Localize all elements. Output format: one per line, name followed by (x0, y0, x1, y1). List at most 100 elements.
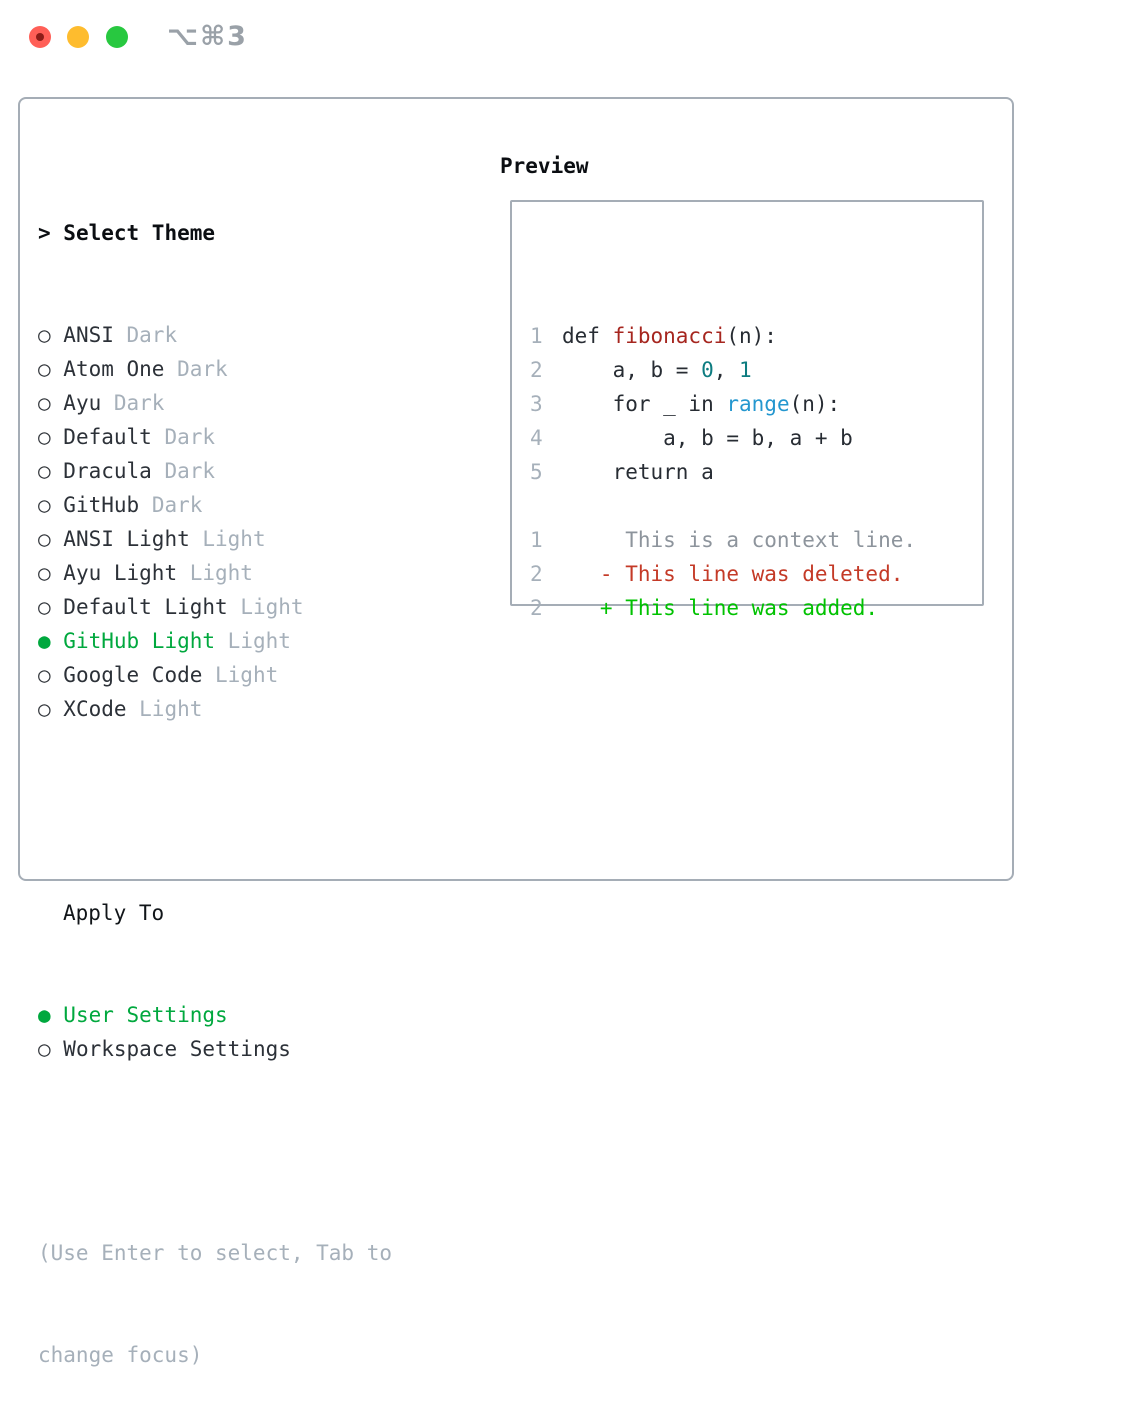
theme-variant: Dark (177, 357, 228, 381)
code-segment-text: (n): (726, 324, 777, 348)
theme-name: Default (63, 425, 165, 449)
theme-option-atom-one[interactable]: ○ Atom One Dark (38, 352, 392, 386)
theme-variant: Dark (151, 493, 203, 517)
hint-line-1: (Use Enter to select, Tab to (38, 1241, 393, 1265)
preview-header: Preview (500, 154, 589, 178)
app-window: { "window": { "shortcut_title": "⌥⌘3" },… (0, 0, 1140, 1367)
code-line (530, 489, 982, 523)
code-segment-text: a, b = (562, 358, 702, 382)
apply-target-options: ● User Settings○ Workspace Settings (38, 998, 392, 1066)
line-number: 2 (530, 562, 543, 586)
line-number: 1 (530, 528, 543, 552)
code-segment-num: 1 (739, 358, 752, 382)
code-segment-text: return a (562, 460, 714, 484)
theme-variant: Dark (113, 391, 165, 415)
radio-unselected-icon: ○ (38, 595, 64, 619)
theme-option-ansi[interactable]: ○ ANSI Dark (38, 318, 392, 352)
theme-variant: Light (139, 697, 203, 721)
code-segment-text: def (562, 324, 613, 348)
code-segment-builtin: range (726, 392, 790, 416)
radio-unselected-icon: ○ (38, 493, 64, 517)
theme-option-github-light[interactable]: ● GitHub Light Light (38, 624, 392, 658)
radio-unselected-icon: ○ (38, 391, 64, 415)
theme-option-ayu[interactable]: ○ Ayu Dark (38, 386, 392, 420)
theme-name: Default Light (63, 595, 241, 619)
theme-name: Google Code (63, 663, 216, 687)
line-number: 2 (530, 596, 543, 620)
select-theme-title: Select Theme (63, 221, 216, 245)
theme-variant: Dark (164, 459, 216, 483)
theme-name: Ayu Light (63, 561, 190, 585)
code-line: 1 This is a context line. (530, 523, 982, 557)
radio-unselected-icon: ○ (38, 697, 64, 721)
code-segment-func: fibonacci (612, 324, 727, 348)
theme-option-default[interactable]: ○ Default Dark (38, 420, 392, 454)
line-number: 2 (530, 358, 543, 382)
theme-variant: Light (227, 629, 291, 653)
hint-line-2: change focus) (38, 1343, 203, 1367)
theme-variant: Dark (164, 425, 216, 449)
theme-name: GitHub (63, 493, 152, 517)
code-line: 4 a, b = b, a + b (530, 421, 982, 455)
spacer (38, 1134, 392, 1168)
select-theme-header: > Select Theme (38, 216, 392, 250)
theme-options: ○ ANSI Dark○ Atom One Dark○ Ayu Dark○ De… (38, 318, 392, 726)
zoom-button[interactable] (106, 26, 128, 48)
radio-unselected-icon: ○ (38, 323, 64, 347)
theme-name: ANSI Light (63, 527, 203, 551)
theme-option-ayu-light[interactable]: ○ Ayu Light Light (38, 556, 392, 590)
theme-option-dracula[interactable]: ○ Dracula Dark (38, 454, 392, 488)
theme-variant: Light (215, 663, 279, 687)
theme-option-github[interactable]: ○ GitHub Dark (38, 488, 392, 522)
theme-variant: Dark (126, 323, 178, 347)
code-segment-deleted: - This line was deleted. (562, 562, 904, 586)
minimize-button[interactable] (67, 26, 89, 48)
window-shortcut-title: ⌥⌘3 (167, 21, 248, 52)
code-line: 2 a, b = 0, 1 (530, 353, 982, 387)
apply-target-workspace-settings[interactable]: ○ Workspace Settings (38, 1032, 392, 1066)
radio-selected-icon: ● (38, 1003, 64, 1027)
line-number: 5 (530, 460, 543, 484)
theme-variant: Light (189, 561, 253, 585)
close-button[interactable] (29, 26, 51, 48)
titlebar: ⌥⌘3 (0, 0, 1140, 74)
code-segment-text: , (713, 358, 740, 382)
theme-variant: Light (202, 527, 266, 551)
code-line: 2 - This line was deleted. (530, 557, 982, 591)
radio-selected-icon: ● (38, 629, 64, 653)
theme-variant: Light (240, 595, 304, 619)
theme-name: Dracula (63, 459, 165, 483)
code-line: 3 for _ in range(n): (530, 387, 982, 421)
theme-list: > Select Theme ○ ANSI Dark○ Atom One Dar… (38, 148, 392, 1406)
theme-option-google-code[interactable]: ○ Google Code Light (38, 658, 392, 692)
radio-unselected-icon: ○ (38, 561, 64, 585)
theme-option-ansi-light[interactable]: ○ ANSI Light Light (38, 522, 392, 556)
prompt-chevron-icon: > (38, 221, 64, 245)
spacer (38, 794, 392, 828)
apply-to-header: Apply To (63, 901, 165, 925)
theme-name: Ayu (63, 391, 114, 415)
radio-unselected-icon: ○ (38, 663, 64, 687)
radio-unselected-icon: ○ (38, 357, 64, 381)
theme-option-default-light[interactable]: ○ Default Light Light (38, 590, 392, 624)
line-number: 4 (530, 426, 543, 450)
theme-name: ANSI (63, 323, 127, 347)
target-name: User Settings (63, 1003, 228, 1027)
code-segment-text: for _ in (562, 392, 727, 416)
code-segment-text: a, b = b, a + b (562, 426, 853, 450)
code-segment-num: 0 (701, 358, 714, 382)
theme-name: XCode (63, 697, 140, 721)
code-segment-added: + This line was added. (562, 596, 879, 620)
theme-option-xcode[interactable]: ○ XCode Light (38, 692, 392, 726)
line-number: 3 (530, 392, 543, 416)
code-segment-context: This is a context line. (562, 528, 917, 552)
radio-unselected-icon: ○ (38, 527, 64, 551)
close-dot-icon (36, 33, 44, 41)
code-line: 2 + This line was added. (530, 591, 982, 625)
apply-target-user-settings[interactable]: ● User Settings (38, 998, 392, 1032)
code-segment-text: (n): (789, 392, 841, 416)
radio-unselected-icon: ○ (38, 425, 64, 449)
radio-unselected-icon: ○ (38, 459, 64, 483)
